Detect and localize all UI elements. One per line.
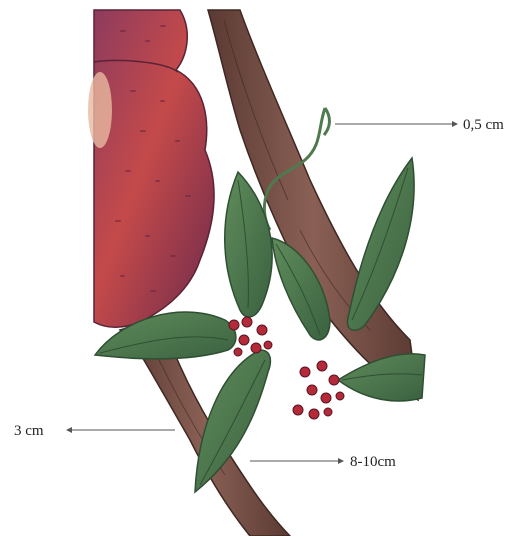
leaf-far-right: [338, 354, 425, 401]
fruit: [88, 10, 214, 327]
leaf-right: [347, 158, 414, 330]
label-trunk: 3 cm: [14, 423, 44, 439]
label-tendril: 0,5 cm: [463, 117, 504, 133]
label-leaf: 8-10cm: [350, 454, 396, 470]
annotation-tendril: 0,5 cm: [335, 117, 504, 133]
annotation-leaf: 8-10cm: [250, 454, 396, 470]
berry-cluster-right: [293, 361, 344, 419]
annotation-trunk: 3 cm: [14, 423, 175, 439]
